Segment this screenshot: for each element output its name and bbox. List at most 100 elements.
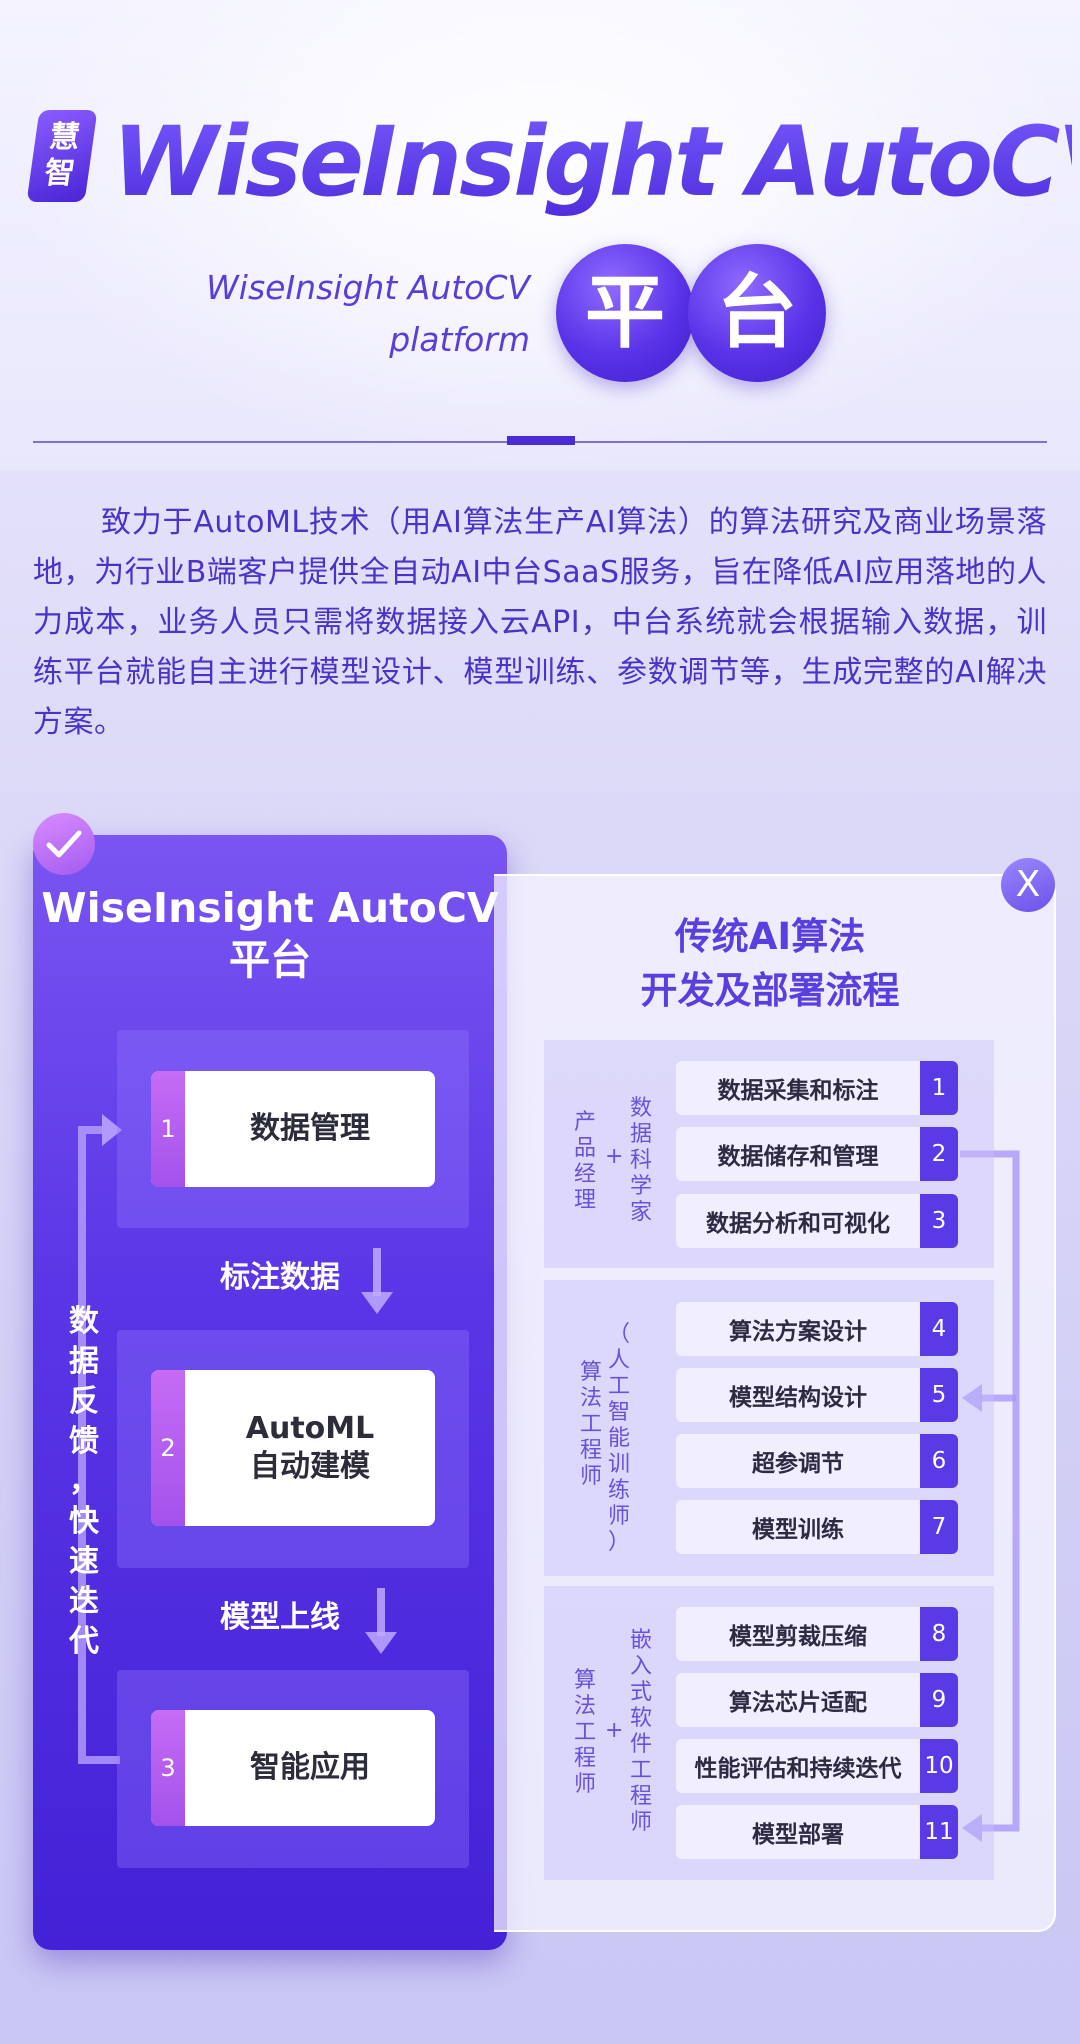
feedback-loop-arrow	[78, 1114, 122, 1764]
role-ai-trainer: （ 人 工 智 能 训 练 师 ）	[608, 1322, 630, 1556]
role-char: 师	[630, 1810, 653, 1835]
step-card-data-management: 1 数据管理	[151, 1071, 435, 1187]
process-item-number: 6	[920, 1434, 958, 1488]
process-item-2: 数据储存和管理 2	[676, 1127, 958, 1181]
process-item-8: 模型剪裁压缩 8	[676, 1607, 958, 1661]
feedback-char: 馈	[69, 1424, 99, 1459]
role-char: 学	[630, 1174, 653, 1199]
role-char: 算	[574, 1668, 597, 1693]
process-item-label: 数据分析和可视化	[706, 1211, 890, 1237]
feedback-char: 代	[69, 1624, 99, 1659]
process-item-label: 模型剪裁压缩	[729, 1624, 867, 1650]
subtitle-line-1: WiseInsight AutoCV	[206, 268, 530, 307]
process-item-number: 5	[920, 1368, 958, 1422]
process-item-3: 数据分析和可视化 3	[676, 1194, 958, 1248]
feedback-char: 据	[69, 1344, 99, 1379]
left-title-line-2: 平台	[229, 936, 311, 984]
process-item-number: 1	[920, 1061, 958, 1115]
process-item-label: 模型结构设计	[729, 1385, 867, 1411]
flow-label-annotate-data: 标注数据	[220, 1260, 340, 1295]
process-item-6: 超参调节 6	[676, 1434, 958, 1488]
role-char: 产	[574, 1110, 597, 1135]
feedback-char: 快	[69, 1504, 99, 1539]
hero-subtitle-en: WiseInsight AutoCV platform	[120, 262, 530, 366]
role-char: 嵌	[630, 1628, 653, 1653]
role-char: 式	[630, 1680, 653, 1705]
role-embedded-engineer: 嵌 入 式 软 件 工 程 师	[630, 1628, 652, 1836]
role-char: 法	[580, 1386, 603, 1411]
role-char: 师	[574, 1772, 597, 1797]
step-label-2: AutoML 自动建模	[185, 1410, 435, 1486]
role-char: 科	[630, 1148, 653, 1173]
role-char: （	[608, 1322, 631, 1347]
process-item-label: 数据储存和管理	[717, 1144, 879, 1170]
process-item-number: 2	[920, 1127, 958, 1181]
process-item-label: 模型训练	[752, 1517, 844, 1543]
plus-sign: +	[605, 1718, 624, 1743]
process-item-number: 9	[920, 1673, 958, 1727]
check-icon	[33, 813, 95, 875]
feedback-char: ，	[69, 1464, 99, 1499]
process-item-number: 7	[920, 1500, 958, 1554]
role-char: 法	[574, 1694, 597, 1719]
role-char: 据	[630, 1122, 653, 1147]
feedback-iteration-label: 数 据 反 馈 ， 快 速 迭 代	[62, 1302, 106, 1662]
platform-char-circle-2: 台	[688, 244, 826, 382]
process-item-label: 算法方案设计	[729, 1319, 867, 1345]
step-label-3: 智能应用	[250, 1750, 370, 1785]
down-arrow-icon	[361, 1248, 393, 1314]
flow-label-model-online: 模型上线	[220, 1600, 340, 1635]
step-card-smart-application: 3 智能应用	[151, 1710, 435, 1826]
hero-background	[0, 0, 1080, 470]
step-number-3: 3	[151, 1710, 185, 1826]
process-item-label: 算法芯片适配	[729, 1690, 867, 1716]
role-char: 经	[574, 1162, 597, 1187]
role-char: 程	[580, 1438, 603, 1463]
left-panel-title: WiseInsight AutoCV 平台	[33, 882, 507, 986]
role-char: 工	[630, 1758, 653, 1783]
step-card-automl: 2 AutoML 自动建模	[151, 1370, 435, 1526]
process-item-1: 数据采集和标注 1	[676, 1061, 958, 1115]
role-char: 数	[630, 1096, 653, 1121]
role-char: 程	[630, 1784, 653, 1809]
role-char: 算	[580, 1360, 603, 1385]
process-item-label: 数据采集和标注	[717, 1078, 879, 1104]
role-char: 品	[574, 1136, 597, 1161]
process-item-10: 性能评估和持续迭代 10	[676, 1739, 958, 1793]
role-char: 入	[630, 1654, 653, 1679]
process-item-label: 模型部署	[752, 1822, 844, 1848]
right-title-line-2: 开发及部署流程	[640, 969, 900, 1012]
process-item-5: 模型结构设计 5	[676, 1368, 958, 1422]
logo-char-2: 智	[42, 156, 77, 191]
process-item-7: 模型训练 7	[676, 1500, 958, 1554]
right-title-line-1: 传统AI算法	[674, 915, 866, 958]
right-panel-title: 传统AI算法 开发及部署流程	[560, 910, 980, 1018]
process-item-number: 10	[920, 1739, 958, 1793]
role-char: 工	[580, 1412, 603, 1437]
role-data-scientist: 数 据 科 学 家	[630, 1096, 652, 1226]
process-item-number: 8	[920, 1607, 958, 1661]
process-item-4: 算法方案设计 4	[676, 1302, 958, 1356]
hero-title: WiseInsight AutoCV	[112, 92, 1080, 232]
role-char: 软	[630, 1706, 653, 1731]
logo-char-1: 慧	[47, 120, 83, 155]
role-char: 程	[574, 1746, 597, 1771]
subtitle-line-2: platform	[389, 320, 530, 359]
step-number-1: 1	[151, 1071, 185, 1187]
role-char: 训	[608, 1452, 631, 1477]
connector-arrows	[960, 1150, 1020, 1842]
role-char: 师	[608, 1504, 631, 1529]
process-item-label: 性能评估和持续迭代	[694, 1756, 902, 1782]
role-algorithm-engineer: 算 法 工 程 师	[574, 1668, 596, 1798]
step-label-2-line-2: 自动建模	[250, 1449, 370, 1484]
feedback-char: 迭	[69, 1584, 99, 1619]
role-char: 师	[580, 1464, 603, 1489]
process-item-9: 算法芯片适配 9	[676, 1673, 958, 1727]
down-arrow-icon	[365, 1588, 397, 1654]
role-product-manager: 产 品 经 理	[574, 1110, 596, 1214]
plus-sign: +	[605, 1144, 624, 1169]
intro-paragraph: 致力于AutoML技术（用AI算法生产AI算法）的算法研究及商业场景落地，为行业…	[33, 505, 1047, 740]
process-item-11: 模型部署 11	[676, 1805, 958, 1859]
platform-char-circle-1: 平	[556, 244, 694, 382]
step-label-2-line-1: AutoML	[245, 1411, 375, 1446]
